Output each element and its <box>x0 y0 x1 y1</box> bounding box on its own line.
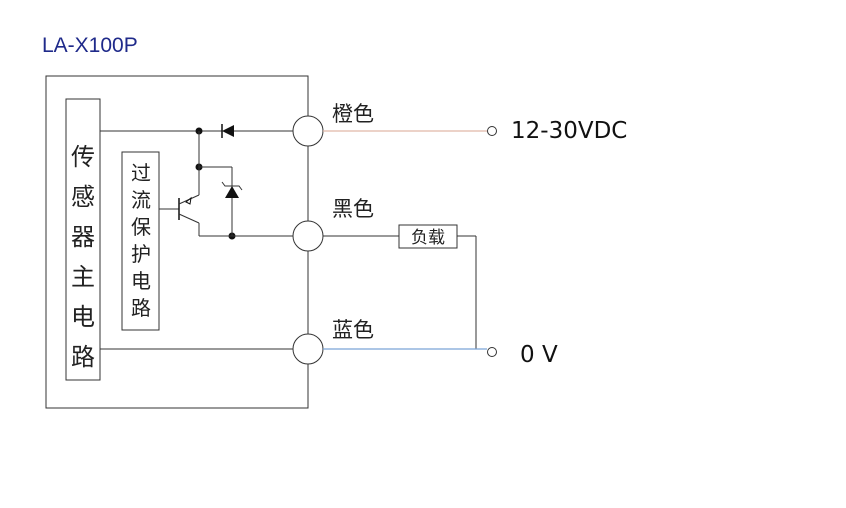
zener-diode-icon <box>225 186 239 198</box>
transistor-arrow-icon <box>185 196 192 205</box>
supply-terminal-icon <box>487 126 497 136</box>
protection-circuit-box <box>121 151 160 331</box>
model-title: LA-X100P <box>42 34 138 57</box>
ground-voltage-label: 0 V <box>520 342 558 368</box>
ground-terminal-icon <box>487 347 497 357</box>
protection-circuit-label: 过流保护电路 <box>131 161 151 320</box>
supply-voltage-label: 12-30VDC <box>511 118 627 144</box>
load-label: 负载 <box>411 228 445 248</box>
black-label: 黑色 <box>332 197 374 221</box>
main-circuit-box <box>65 98 101 381</box>
brown-label: 橙色 <box>332 102 374 126</box>
reverse-diode-icon <box>222 125 234 137</box>
black-terminal <box>292 220 324 252</box>
blue-terminal <box>292 333 324 365</box>
brown-terminal <box>292 115 324 147</box>
transistor-emitter <box>178 213 200 224</box>
blue-label: 蓝色 <box>332 318 374 342</box>
zener-bar <box>221 181 243 191</box>
main-circuit-label: 传感器主电路 <box>71 143 95 371</box>
